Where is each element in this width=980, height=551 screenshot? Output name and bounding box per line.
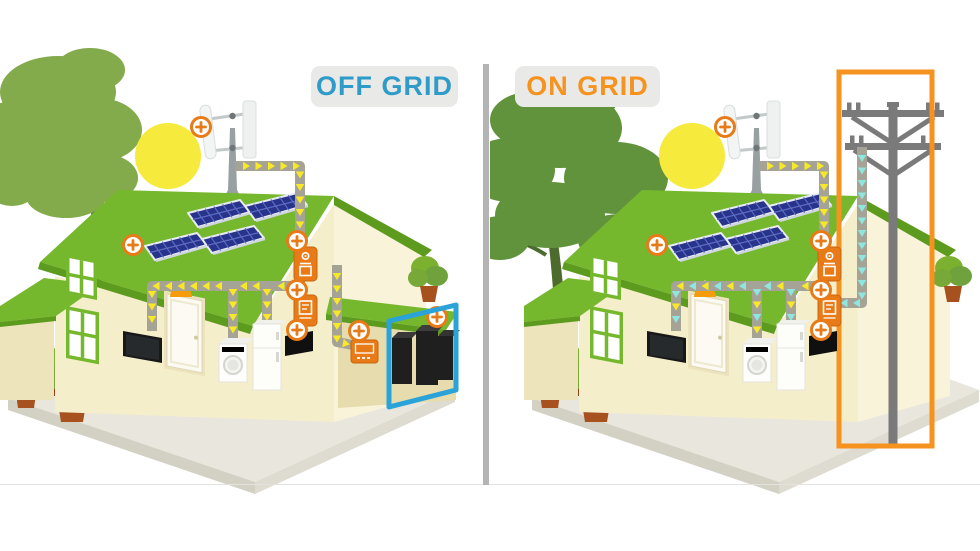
- flow-arrow: [792, 161, 799, 171]
- flow-arrow: [147, 291, 157, 298]
- flow-arrow: [671, 303, 681, 311]
- off-grid-panel: [0, 48, 460, 494]
- flow-arrow: [332, 335, 342, 343]
- flow-arrow: [779, 161, 787, 171]
- flow-arrow: [190, 281, 197, 291]
- flow-arrow: [342, 338, 350, 348]
- flow-arrow: [277, 281, 285, 291]
- flow-arrow: [857, 267, 867, 275]
- flow-arrow: [752, 289, 762, 296]
- flow-arrow: [819, 221, 829, 229]
- off-grid-scene: [0, 48, 460, 494]
- flow-arrow: [857, 155, 867, 162]
- sun: [135, 123, 201, 189]
- flow-arrow: [147, 303, 157, 311]
- flow-arrow: [804, 161, 812, 171]
- flow-arrow: [255, 161, 263, 171]
- flow-arrow: [332, 273, 342, 280]
- panel-divider: [483, 64, 489, 485]
- flow-arrow: [280, 161, 288, 171]
- on-grid-label: ON GRID: [515, 66, 660, 107]
- flow-arrow: [819, 171, 829, 179]
- flow-arrow: [857, 192, 867, 200]
- flow-arrow: [786, 301, 796, 309]
- flow-arrow: [240, 281, 247, 291]
- flow-arrow: [293, 161, 300, 171]
- flow-arrow: [817, 161, 824, 171]
- flow-arrow: [857, 242, 867, 250]
- flow-arrow: [228, 326, 238, 334]
- flow-arrow: [262, 301, 272, 309]
- flow-arrow: [332, 310, 342, 318]
- flow-arrow: [295, 209, 305, 216]
- flow-arrow: [332, 323, 342, 330]
- flow-arrow: [228, 301, 238, 309]
- flow-arrow: [752, 314, 762, 321]
- flow-arrow: [332, 285, 342, 293]
- tree: [0, 48, 142, 312]
- conduit: [147, 281, 305, 331]
- flow-arrow: [252, 281, 260, 291]
- flow-arrow: [177, 281, 185, 291]
- flow-arrow: [228, 314, 238, 321]
- flow-arrow: [857, 205, 867, 212]
- flow-arrow: [701, 281, 709, 291]
- flow-arrow: [295, 221, 305, 229]
- flow-arrow: [295, 196, 305, 204]
- flow-arrow: [752, 326, 762, 334]
- flow-arrow: [268, 161, 275, 171]
- flow-arrow: [776, 281, 784, 291]
- flow-arrow: [767, 161, 774, 171]
- flow-arrow: [671, 291, 681, 298]
- flow-arrow: [228, 289, 238, 296]
- flow-arrow: [202, 281, 210, 291]
- flow-arrow: [786, 314, 796, 321]
- flow-arrow: [853, 298, 860, 308]
- flow-arrow: [671, 316, 681, 323]
- flow-arrow: [714, 281, 721, 291]
- flow-arrow: [243, 161, 250, 171]
- flow-arrow: [857, 230, 867, 237]
- flow-arrow: [726, 281, 734, 291]
- flow-arrow: [819, 196, 829, 204]
- flow-arrow: [752, 301, 762, 309]
- flow-arrow: [764, 281, 771, 291]
- conduit: [671, 281, 829, 331]
- flow-arrow: [295, 171, 305, 179]
- off-grid-label: OFF GRID: [311, 66, 458, 107]
- flow-arrow: [676, 281, 684, 291]
- flow-arrow: [262, 289, 272, 296]
- flow-arrow: [165, 281, 172, 291]
- flow-arrow: [857, 280, 867, 287]
- flow-arrow: [857, 167, 867, 175]
- flow-arrow: [857, 292, 867, 300]
- sun: [659, 123, 725, 189]
- flow-arrow: [857, 217, 867, 225]
- flow-arrow: [295, 184, 305, 191]
- flow-arrow: [152, 281, 160, 291]
- flow-arrow: [739, 281, 746, 291]
- flow-arrow: [332, 298, 342, 305]
- flow-arrow: [215, 281, 222, 291]
- flow-arrow: [786, 289, 796, 296]
- flow-arrow: [840, 298, 848, 308]
- flow-arrow: [262, 314, 272, 321]
- flow-arrow: [801, 281, 809, 291]
- flow-arrow: [819, 209, 829, 216]
- flow-arrow: [689, 281, 696, 291]
- section-baseline: [0, 484, 980, 485]
- flow-arrow: [857, 255, 867, 262]
- flow-arrow: [857, 180, 867, 187]
- flow-arrow: [819, 184, 829, 191]
- flow-arrow: [147, 316, 157, 323]
